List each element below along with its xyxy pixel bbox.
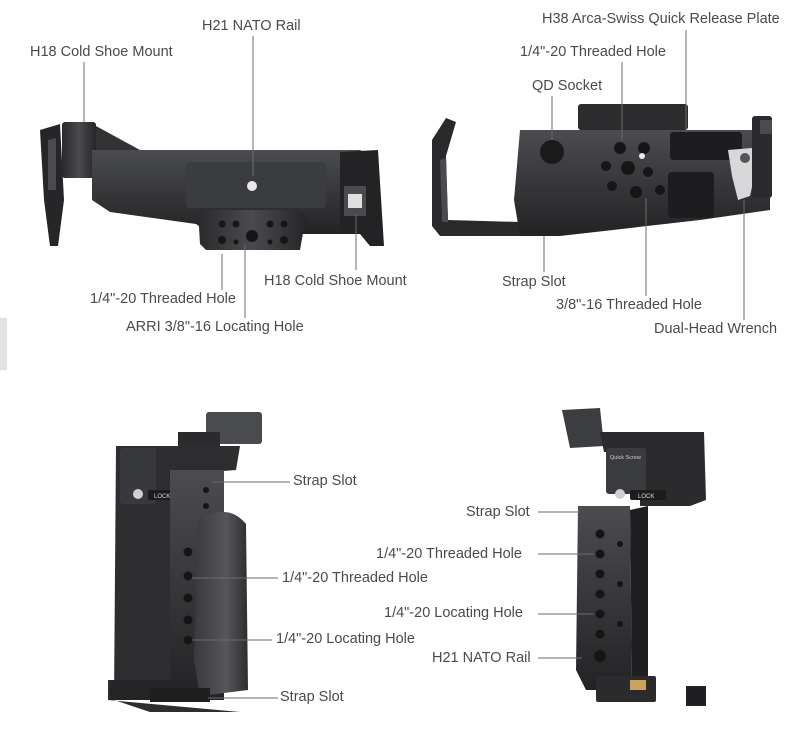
- dual-head-wrench: [728, 148, 758, 200]
- handle-top-block: [562, 408, 604, 448]
- cage-bottom-left-view: LOCK: [108, 412, 262, 712]
- quick-screw-mark: Quick Screw: [610, 455, 641, 461]
- label-qd-socket: QD Socket: [532, 78, 603, 94]
- label-nato-rail-top: H21 NATO Rail: [202, 18, 301, 34]
- edge-divider: [0, 318, 7, 370]
- label-dual-head-wrench: Dual-Head Wrench: [654, 321, 778, 337]
- label-strap-slot-bottom-right: Strap Slot: [466, 504, 530, 520]
- lock-mark-left: LOCK: [154, 494, 170, 500]
- label-locating-hole-bottom-left: 1/4"-20 Locating Hole: [276, 631, 415, 647]
- label-threaded-hole-top-left: 1/4"-20 Threaded Hole: [90, 291, 236, 307]
- label-threaded-hole-bottom-left: 1/4"-20 Threaded Hole: [282, 570, 428, 586]
- label-threaded-hole-top-right: 1/4"-20 Threaded Hole: [520, 44, 666, 60]
- label-threaded-hole-bottom-right: 1/4"-20 Threaded Hole: [376, 546, 522, 562]
- cage-bottom-right-view: Quick Screw LOCK: [562, 408, 706, 706]
- leader-lines: [83, 30, 745, 699]
- label-strap-slot-bottom-left-bottom: Strap Slot: [280, 689, 344, 705]
- label-locating-hole-bottom-right: 1/4"-20 Locating Hole: [384, 605, 523, 621]
- cage-top-right-view: [432, 104, 772, 236]
- front-vertical-plate: [576, 506, 632, 690]
- cage-l-bracket: [432, 118, 520, 236]
- arca-plate: [670, 132, 742, 160]
- label-arca-swiss-plate: H38 Arca-Swiss Quick Release Plate: [542, 11, 780, 27]
- label-threaded-hole-38: 3/8"-16 Threaded Hole: [556, 297, 702, 313]
- label-cold-shoe-mount-right: H18 Cold Shoe Mount: [264, 273, 407, 289]
- label-arri-locating-hole: ARRI 3/8"-16 Locating Hole: [126, 319, 304, 335]
- grip: [194, 511, 248, 696]
- cage-top-left-view: [40, 122, 384, 250]
- lock-mark-right: LOCK: [638, 494, 654, 500]
- label-strap-slot-top-right: Strap Slot: [502, 274, 566, 290]
- label-nato-rail-bottom-right: H21 NATO Rail: [432, 650, 531, 666]
- cold-shoe-block-left: [62, 122, 96, 178]
- label-strap-slot-bottom-left-top: Strap Slot: [293, 473, 357, 489]
- label-cold-shoe-mount-left: H18 Cold Shoe Mount: [30, 44, 173, 60]
